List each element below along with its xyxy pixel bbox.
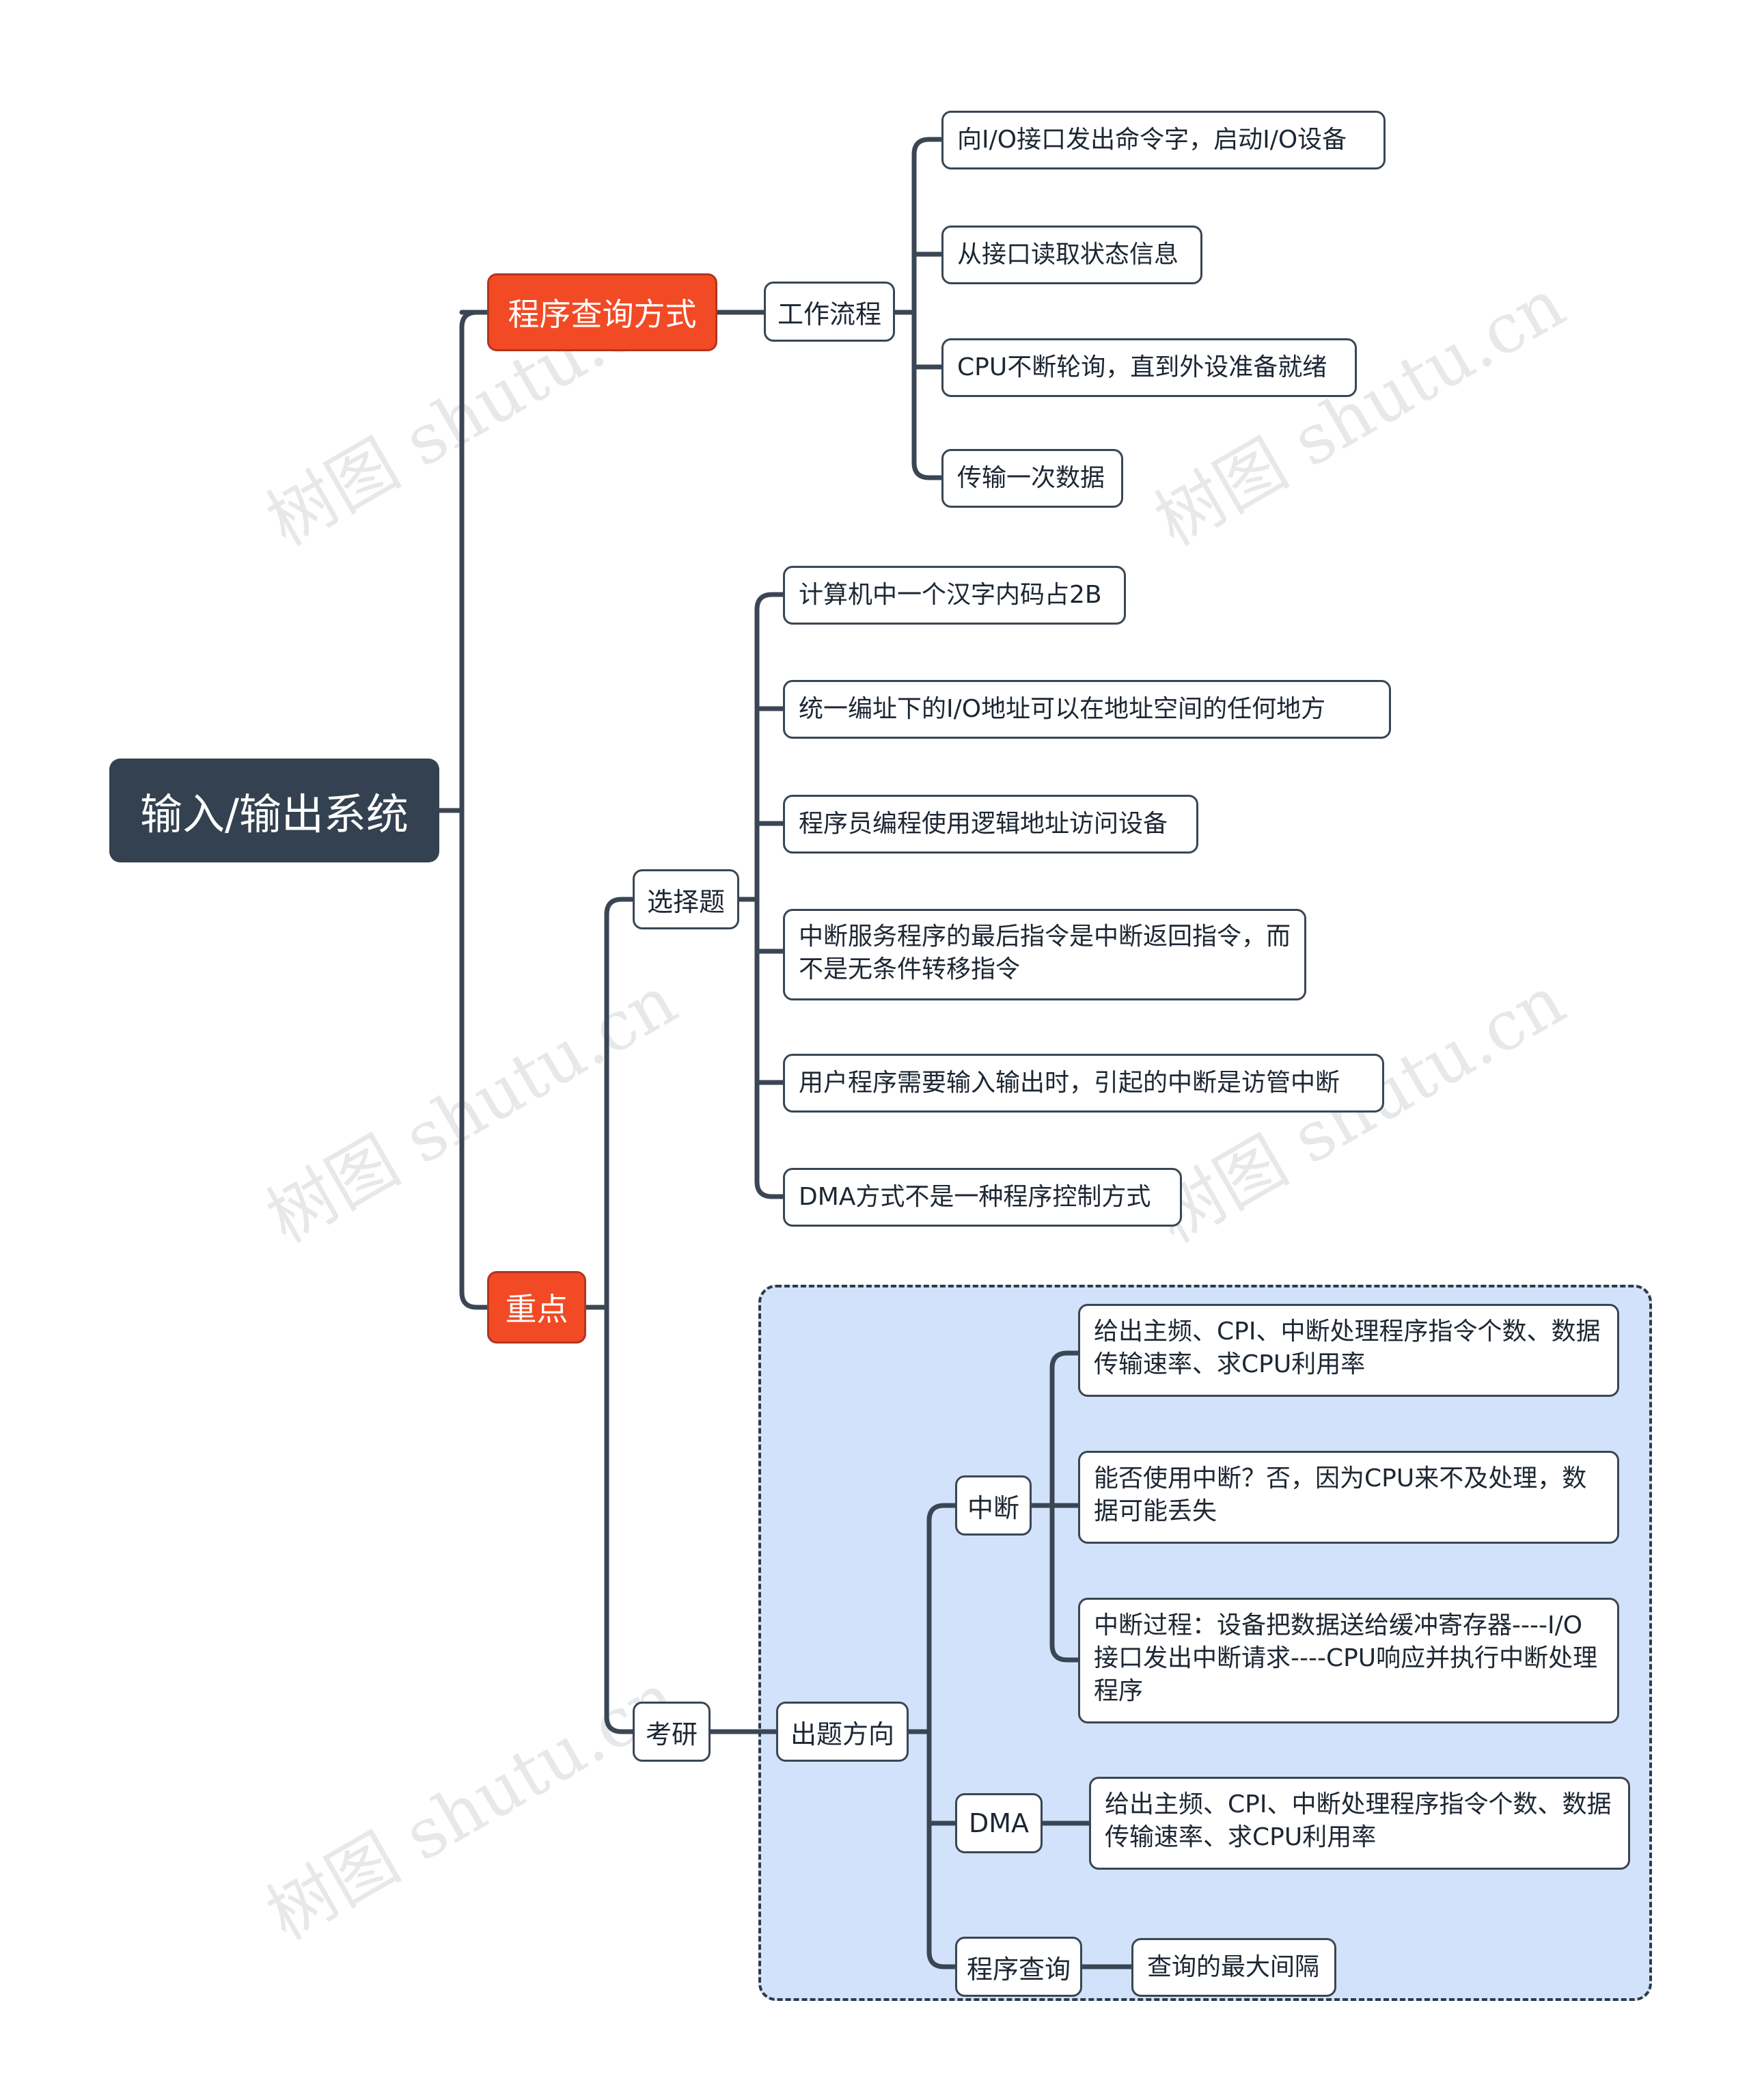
- topic-key-points[interactable]: 重点: [487, 1271, 586, 1344]
- topic-workflow[interactable]: 工作流程: [764, 282, 895, 342]
- topic-interrupt[interactable]: 中断: [955, 1475, 1032, 1536]
- choice-item[interactable]: 计算机中一个汉字内码占2B: [783, 566, 1126, 625]
- choice-item[interactable]: DMA方式不是一种程序控制方式: [783, 1168, 1182, 1227]
- topic-program-query[interactable]: 程序查询: [955, 1937, 1082, 1997]
- topic-polling-method[interactable]: 程序查询方式: [487, 273, 717, 351]
- program-query-item[interactable]: 查询的最大间隔: [1131, 1938, 1336, 1997]
- choice-item[interactable]: 统一编址下的I/O地址可以在地址空间的任何地方: [783, 680, 1391, 739]
- workflow-step[interactable]: CPU不断轮询，直到外设准备就绪: [941, 338, 1357, 397]
- topic-exam[interactable]: 考研: [633, 1702, 711, 1762]
- choice-item[interactable]: 用户程序需要输入输出时，引起的中断是访管中断: [783, 1054, 1384, 1113]
- dma-item[interactable]: 给出主频、CPI、中断处理程序指令个数、数据传输速率、求CPU利用率: [1089, 1777, 1630, 1870]
- workflow-step[interactable]: 向I/O接口发出命令字，启动I/O设备: [941, 111, 1386, 169]
- workflow-step[interactable]: 从接口读取状态信息: [941, 226, 1202, 284]
- choice-item[interactable]: 程序员编程使用逻辑地址访问设备: [783, 795, 1198, 854]
- root-topic[interactable]: 输入/输出系统: [109, 759, 439, 862]
- topic-dma[interactable]: DMA: [955, 1793, 1043, 1853]
- interrupt-item[interactable]: 给出主频、CPI、中断处理程序指令个数、数据传输速率、求CPU利用率: [1078, 1304, 1619, 1397]
- interrupt-item[interactable]: 能否使用中断？否，因为CPU来不及处理，数据可能丢失: [1078, 1451, 1619, 1544]
- choice-item[interactable]: 中断服务程序的最后指令是中断返回指令，而不是无条件转移指令: [783, 909, 1306, 1000]
- topic-question-direction[interactable]: 出题方向: [776, 1702, 909, 1762]
- topic-multiple-choice[interactable]: 选择题: [633, 869, 739, 929]
- interrupt-item[interactable]: 中断过程：设备把数据送给缓冲寄存器----I/O接口发出中断请求----CPU响…: [1078, 1598, 1619, 1723]
- workflow-step[interactable]: 传输一次数据: [941, 449, 1123, 508]
